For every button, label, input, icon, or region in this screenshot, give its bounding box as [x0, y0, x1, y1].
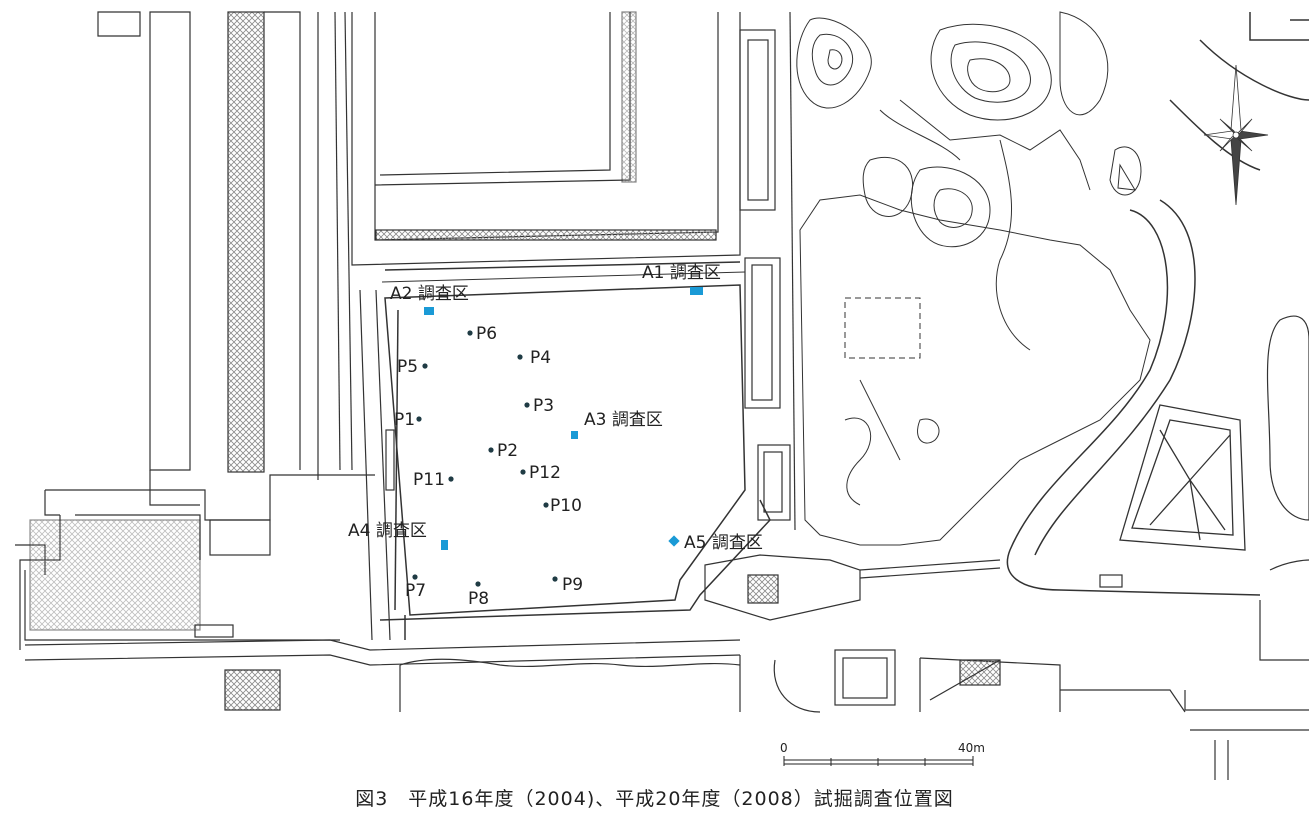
survey-point: P10	[543, 496, 582, 516]
survey-point: P5	[397, 357, 428, 377]
survey-point: P9	[552, 575, 583, 595]
point-label: P4	[530, 348, 551, 368]
figure-caption: 図3 平成16年度（2004)、平成20年度（2008）試掘調査位置図	[355, 788, 954, 810]
point-label: P3	[533, 396, 554, 416]
survey-point: P7	[405, 574, 426, 601]
site-map: A1 調査区 A2 調査区 A3 調査区 A4 調査区 A5 調査区 P1 P2…	[15, 11, 1309, 780]
southern-structures	[24, 554, 1186, 713]
survey-point: P3	[524, 396, 554, 416]
north-building	[351, 11, 746, 283]
point-label: P10	[550, 496, 582, 516]
survey-area-a2	[424, 307, 434, 315]
survey-area-label-a5: A5 調査区	[684, 533, 763, 553]
east-structures	[1184, 315, 1309, 780]
survey-points: P1 P2 P3 P4 P5 P6 P7 P8 P9 P10 P11 P12	[394, 324, 583, 609]
survey-area-labels: A1 調査区 A2 調査区 A3 調査区 A4 調査区 A5 調査区	[348, 263, 763, 553]
survey-point: P4	[517, 348, 551, 368]
point-label: P7	[405, 581, 426, 601]
survey-area-a4	[441, 540, 448, 550]
survey-area-markers	[424, 287, 703, 550]
triangular-bed	[1119, 404, 1246, 551]
scale-bar	[783, 756, 974, 766]
scale-end-label: 40m	[958, 741, 985, 755]
survey-area-label-a3: A3 調査区	[584, 410, 663, 430]
survey-point: P8	[468, 581, 489, 609]
survey-area-label-a2: A2 調査区	[390, 284, 469, 304]
left-building-complex	[15, 11, 375, 650]
west-wall	[359, 289, 395, 641]
channel-strips	[739, 11, 796, 531]
survey-area-a5	[668, 535, 680, 547]
survey-point: P11	[413, 470, 454, 490]
point-label: P2	[497, 441, 518, 461]
point-label: P9	[562, 575, 583, 595]
point-label: P12	[529, 463, 561, 483]
point-label: P5	[397, 357, 418, 377]
point-label: P1	[394, 410, 415, 430]
point-label: P11	[413, 470, 445, 490]
compass-rose-icon	[1203, 64, 1269, 206]
curving-road	[1006, 12, 1309, 596]
point-label: P6	[476, 324, 497, 344]
survey-point: P12	[520, 463, 561, 483]
garden	[796, 11, 1151, 546]
central-plaza	[379, 284, 771, 640]
survey-area-a1	[690, 287, 703, 295]
survey-point: P2	[488, 441, 518, 461]
point-label: P8	[468, 589, 489, 609]
scale-start-label: 0	[780, 741, 788, 755]
survey-area-a3	[571, 431, 578, 439]
survey-point: P6	[467, 324, 497, 344]
survey-area-label-a4: A4 調査区	[348, 521, 427, 541]
survey-area-label-a1: A1 調査区	[642, 263, 721, 283]
survey-point: P1	[394, 410, 422, 430]
